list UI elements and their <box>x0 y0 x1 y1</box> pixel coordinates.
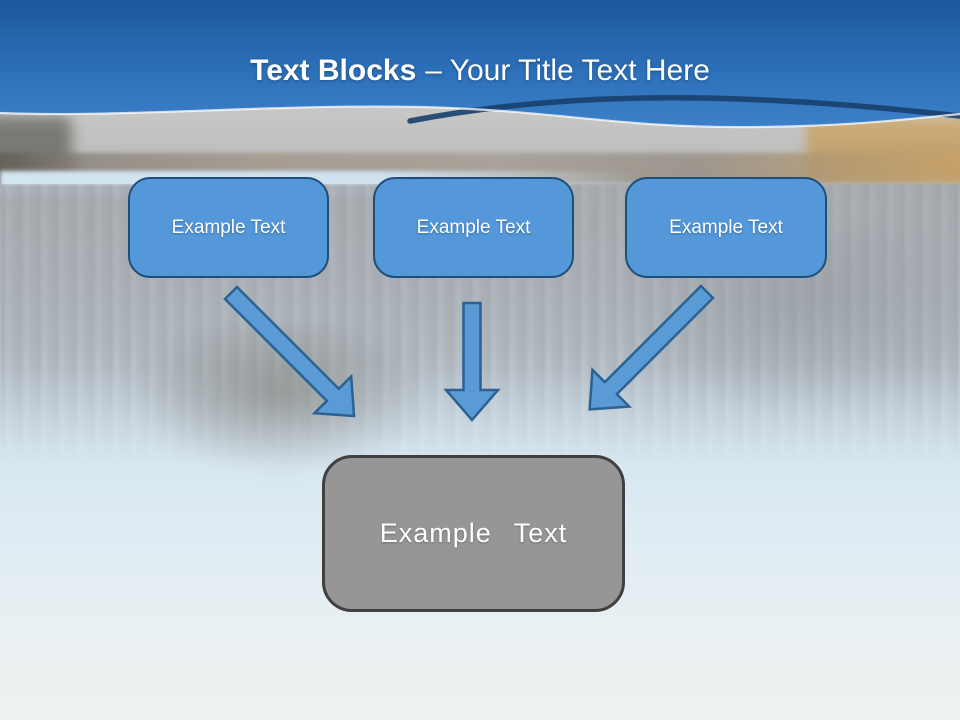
slide-title: Text Blocks – Your Title Text Here <box>0 50 960 92</box>
header-wave <box>0 0 960 129</box>
reflection-dark-patch-left <box>130 325 430 475</box>
result-block-label: Example Text <box>379 518 568 548</box>
title-bold-text: Text Blocks <box>250 54 417 87</box>
text-block-1: Example Text <box>128 177 329 278</box>
title-regular-text: – Your Title Text Here <box>425 54 710 87</box>
text-block-2-label: Example Text <box>416 216 531 238</box>
result-block: Example Text <box>322 455 625 612</box>
text-block-3-label: Example Text <box>669 216 783 238</box>
text-block-1-label: Example Text <box>171 216 286 238</box>
text-block-2: Example Text <box>373 177 574 278</box>
header-edge-highlight <box>0 105 960 129</box>
header-band-shape <box>0 0 960 128</box>
header-swoosh-line <box>407 95 960 124</box>
text-block-3: Example Text <box>625 177 827 278</box>
